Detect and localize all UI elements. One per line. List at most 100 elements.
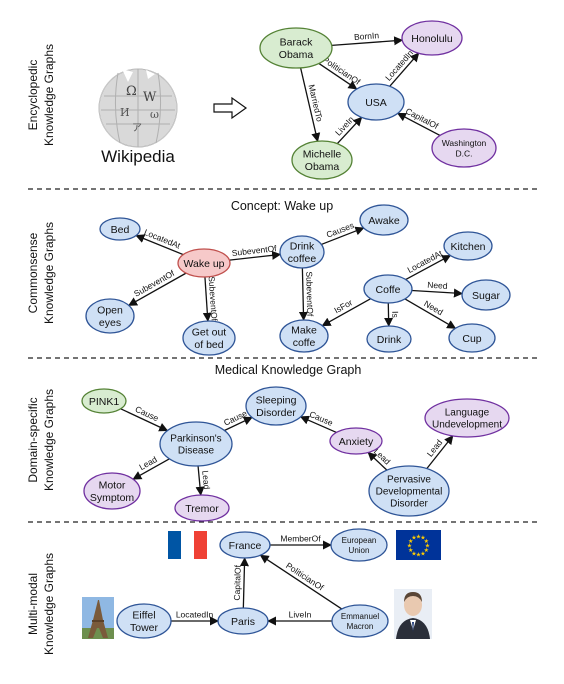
node-label: Open xyxy=(97,305,123,317)
node-label: Pervasive xyxy=(387,475,431,486)
node-label: European xyxy=(342,536,377,545)
section-label-line2: Knowledge Graphs xyxy=(42,44,56,146)
edge-coffe-makecoffe: IsFor xyxy=(321,297,371,327)
node-shape xyxy=(159,421,233,467)
edge-line xyxy=(389,52,420,87)
node-shape xyxy=(99,217,141,241)
eu-star-icon: ★ xyxy=(411,550,416,557)
section-label-line2: Knowledge Graphs xyxy=(42,222,56,324)
edge-usa-honolulu: LocatedIn xyxy=(383,48,420,87)
edge-label: Need xyxy=(427,280,448,291)
edge-wakeup-openeyes: SubeventOf xyxy=(127,268,187,306)
node-label: Awake xyxy=(368,215,399,227)
edge-line xyxy=(426,435,454,470)
edge-label: IsFor xyxy=(332,297,354,315)
node-shape xyxy=(401,20,463,56)
node-label: Paris xyxy=(231,616,255,628)
edge-label: LiveIn xyxy=(333,114,356,138)
edge-washington-usa: CapitalOf xyxy=(396,106,441,137)
edge-line xyxy=(321,226,365,246)
node-label: Barack xyxy=(280,37,313,49)
node-shape xyxy=(182,320,236,356)
wikipedia-globe-icon: Ω W И ω ア xyxy=(98,68,178,148)
node-label: Disease xyxy=(178,446,215,457)
node-label: Cup xyxy=(462,333,481,345)
edge-coffe-drink: Is xyxy=(384,302,400,327)
svg-text:ア: ア xyxy=(132,123,142,134)
edge-line xyxy=(336,116,363,145)
edge-eiffel-paris: LocatedIn xyxy=(171,609,219,626)
edge-label: Lead xyxy=(137,454,159,472)
svg-text:И: И xyxy=(120,106,130,119)
node-shape xyxy=(217,607,269,635)
node-shape xyxy=(461,279,511,311)
transform-arrow-icon xyxy=(213,96,248,120)
node-shape xyxy=(81,388,127,414)
node-label: Drink xyxy=(290,241,315,253)
section-label-domain-specific: Domain-specific Knowledge Graphs xyxy=(26,389,56,491)
section-label-line1: Domain-specific xyxy=(26,397,40,482)
edge-label: LocatedIn xyxy=(383,48,415,83)
node-france: France xyxy=(219,531,271,559)
node-label: Get out xyxy=(192,327,227,339)
node-kitchen: Kitchen xyxy=(443,231,493,261)
edge-label: SubeventOf xyxy=(132,268,177,299)
french-flag-icon xyxy=(168,531,207,559)
node-awake: Awake xyxy=(359,204,409,236)
section-label-line2: Knowledge Graphs xyxy=(42,389,56,491)
node-bed: Bed xyxy=(99,217,141,241)
node-label: Obama xyxy=(279,49,314,61)
node-label: Emmanuel xyxy=(341,612,379,621)
node-shape xyxy=(347,83,405,121)
edge-parkinsons-tremor: Lead xyxy=(195,465,212,496)
edge-line xyxy=(367,451,388,471)
edge-coffe-sugar: Need xyxy=(411,280,464,298)
edge-wakeup-bed: LocatedAt xyxy=(135,227,184,256)
node-label: Eiffel xyxy=(132,610,155,622)
node-label: Motor xyxy=(99,480,126,492)
edge-line xyxy=(239,557,249,609)
edge-label: Is xyxy=(390,311,400,318)
node-cup: Cup xyxy=(448,323,496,353)
eiffel-tower-photo-icon xyxy=(82,597,114,639)
edge-label: Lead xyxy=(200,470,212,490)
eu-flag-icon: ★★★★★★★★★★★★ xyxy=(396,530,441,560)
node-tremor: Tremor xyxy=(174,494,230,522)
node-label: of bed xyxy=(194,339,223,351)
node-shape xyxy=(329,427,383,455)
node-usa: USA xyxy=(347,83,405,121)
edge-line xyxy=(298,267,308,321)
node-shape xyxy=(368,465,450,517)
section-label-line2: Knowledge Graphs xyxy=(42,553,56,655)
section-title-commonsense: Concept: Wake up xyxy=(231,199,333,213)
node-label: Disorder xyxy=(390,499,428,510)
node-label: USA xyxy=(365,97,387,109)
node-paris: Paris xyxy=(217,607,269,635)
section-label-encyclopedic: Encyclopedic Knowledge Graphs xyxy=(26,44,56,146)
edge-label: CapitalOf xyxy=(232,564,243,600)
edge-label: PoliticianOf xyxy=(284,560,326,592)
edge-label: LocatedAt xyxy=(143,227,183,251)
node-label: D.C. xyxy=(456,149,473,159)
eu-star-icon: ★ xyxy=(420,535,425,542)
node-drink: Drink xyxy=(366,325,412,353)
section-title-medical: Medical Knowledge Graph xyxy=(215,363,362,377)
eu-star-icon: ★ xyxy=(416,534,421,541)
edge-coffe-kitchen: LocatedAt xyxy=(405,248,452,281)
node-label: Language xyxy=(445,408,490,419)
edge-line xyxy=(321,298,371,327)
edge-line xyxy=(127,272,187,306)
node-label: France xyxy=(229,540,262,552)
edge-line xyxy=(120,408,169,432)
node-label: Sugar xyxy=(472,290,501,302)
node-label: Disorder xyxy=(256,407,296,419)
edge-label: BornIn xyxy=(354,30,380,42)
eu-star-icon: ★ xyxy=(408,547,413,554)
edge-michelle-usa: LiveIn xyxy=(333,114,363,145)
node-coffe: Coffe xyxy=(363,274,413,304)
